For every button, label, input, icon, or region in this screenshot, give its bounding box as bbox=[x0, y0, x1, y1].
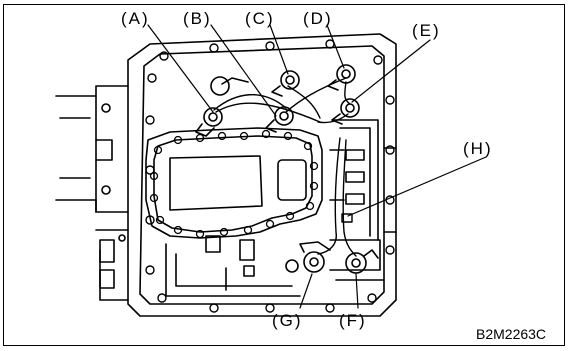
callout-e: (E) bbox=[412, 21, 441, 40]
solenoid-c bbox=[210, 70, 300, 97]
housing-extension bbox=[55, 85, 129, 301]
callout-d: (D) bbox=[303, 9, 333, 28]
callout-h: (H) bbox=[463, 139, 493, 158]
solenoid-f bbox=[345, 249, 379, 274]
callout-b: (B) bbox=[183, 9, 212, 28]
callout-c: (C) bbox=[245, 9, 275, 28]
figure-code: B2M2263C bbox=[476, 326, 547, 342]
solenoid-g bbox=[299, 241, 331, 273]
callout-f: (F) bbox=[339, 311, 367, 330]
callout-g: (G) bbox=[272, 311, 303, 330]
solenoid-a bbox=[195, 107, 223, 137]
leader-lines bbox=[147, 24, 487, 309]
valve-body-gasket bbox=[145, 127, 323, 239]
solenoid-d bbox=[327, 64, 356, 91]
valve-body-right bbox=[329, 119, 397, 241]
callout-a: (A) bbox=[121, 9, 150, 28]
valve-body-lower bbox=[165, 235, 385, 297]
wiring-harness bbox=[213, 77, 357, 257]
